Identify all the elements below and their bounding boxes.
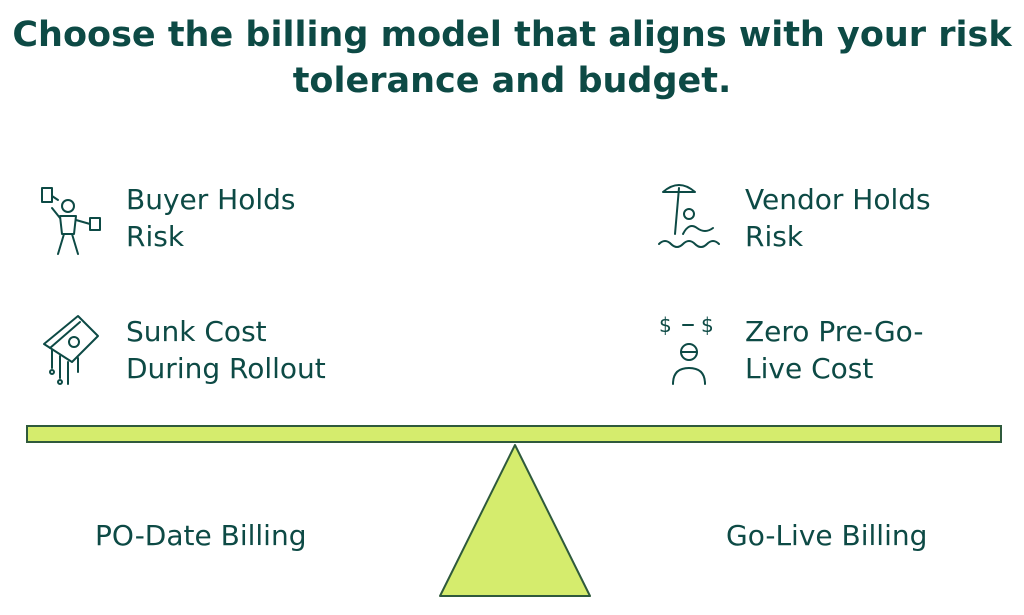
item-vendor-holds-risk: Vendor Holds Risk (657, 178, 931, 258)
melting-card-icon (38, 310, 102, 390)
no-cost-person-icon: $ $ (657, 310, 721, 390)
person-juggling-icon (38, 178, 102, 258)
item-label: Zero Pre-Go- Live Cost (745, 315, 924, 385)
svg-text:$: $ (701, 313, 714, 337)
item-buyer-holds-risk: Buyer Holds Risk (38, 178, 296, 258)
po-date-billing-label: PO-Date Billing (95, 519, 307, 552)
item-sunk-cost: Sunk Cost During Rollout (38, 310, 326, 390)
svg-text:$: $ (659, 313, 672, 337)
balance-beam (26, 425, 1002, 443)
balance-fulcrum (439, 444, 591, 597)
page-title: Choose the billing model that aligns wit… (12, 15, 1012, 101)
item-label: Vendor Holds Risk (745, 183, 931, 253)
go-live-billing-label: Go-Live Billing (726, 519, 928, 552)
item-label: Buyer Holds Risk (126, 183, 296, 253)
item-zero-pre-golive-cost: $ $ Zero Pre-Go- Live Cost (657, 310, 923, 390)
beach-relax-icon (657, 178, 721, 258)
item-label: Sunk Cost During Rollout (126, 315, 326, 385)
